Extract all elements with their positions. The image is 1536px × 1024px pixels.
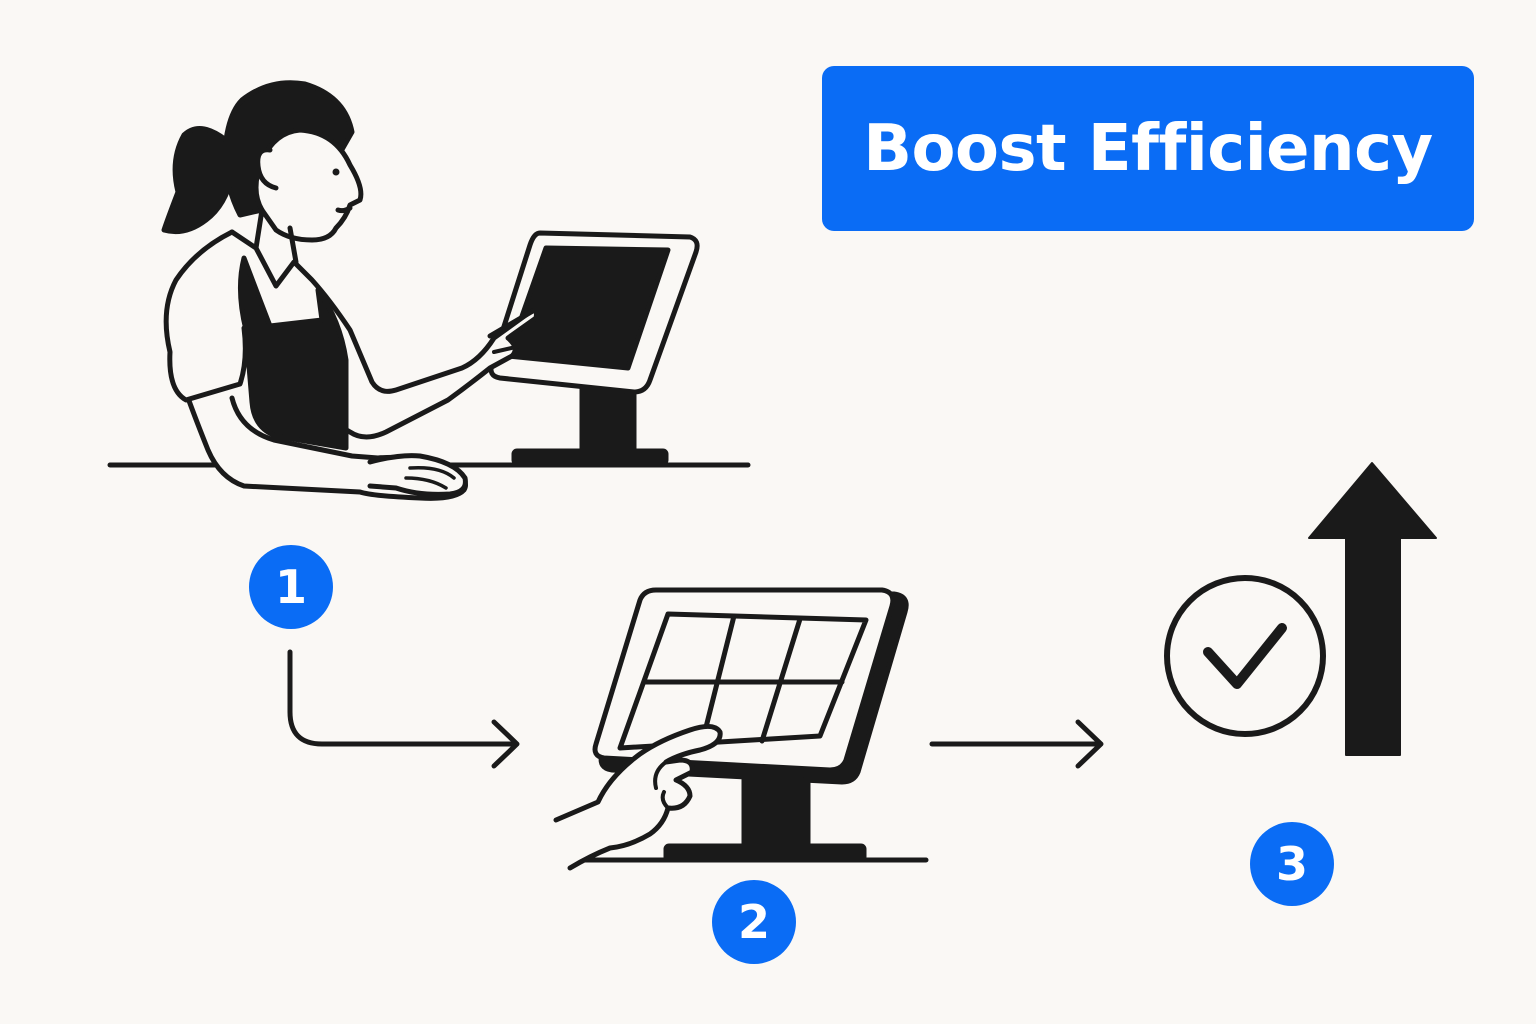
- cashier-at-terminal-icon: [107, 80, 751, 501]
- step-number: 1: [274, 560, 307, 614]
- step-badge-2: 2: [712, 880, 796, 964]
- touchscreen-tap-icon: [553, 587, 929, 871]
- step-number: 2: [737, 895, 770, 949]
- step-badge-1: 1: [249, 545, 333, 629]
- page-title: Boost Efficiency: [822, 66, 1474, 231]
- page-title-text: Boost Efficiency: [863, 111, 1433, 186]
- connector-arrow-2-to-3: [929, 719, 1104, 769]
- checkmark-circle-icon: [1164, 575, 1326, 737]
- step-badge-3: 3: [1250, 822, 1334, 906]
- arrow-up-icon: [1308, 462, 1437, 756]
- step-number: 3: [1275, 837, 1308, 891]
- connector-arrow-1-to-2: [287, 649, 520, 769]
